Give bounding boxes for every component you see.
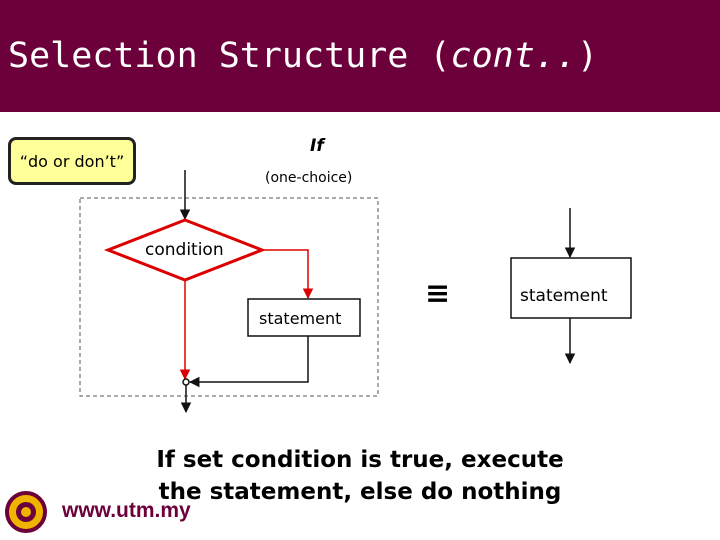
statement-label-left: statement [259, 309, 342, 328]
caption: If set condition is true, execute the st… [138, 444, 582, 508]
dashed-boundary [79, 197, 379, 397]
website-link[interactable]: www.utm.my [62, 499, 191, 522]
statement-label-right: statement [520, 286, 608, 306]
utm-logo-icon [5, 491, 47, 533]
caption-line-1: If set condition is true, execute [156, 447, 564, 473]
true-arrow [262, 249, 314, 300]
one-choice-label: (one-choice) [265, 170, 353, 186]
statement-box-left [247, 298, 361, 337]
if-label: If [310, 136, 324, 156]
condition-label: condition [145, 240, 224, 260]
caption-line-2: the statement, else do nothing [158, 479, 562, 505]
do-or-dont-callout: “do or don’t” [8, 137, 136, 185]
slide-header: Selection Structure (cont..) [0, 0, 720, 112]
statement-box-right [510, 257, 632, 319]
slide-title: Selection Structure (cont..) [8, 36, 599, 76]
merge-arrow [188, 336, 309, 388]
merge-point [182, 378, 190, 386]
equivalence-symbol: ≡ [425, 276, 451, 311]
